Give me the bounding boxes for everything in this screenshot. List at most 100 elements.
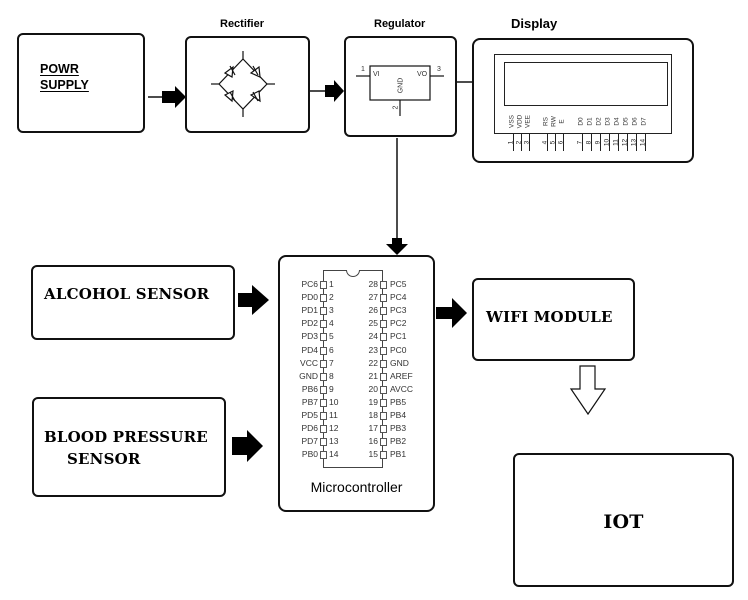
mcu-pin-number: 15 xyxy=(368,449,378,460)
lcd-pin-name: RW xyxy=(550,116,558,127)
mcu-pin-name: PC3 xyxy=(390,305,407,316)
mcu-pin-pad xyxy=(380,346,387,355)
lcd-pin-name: D5 xyxy=(622,117,630,126)
regulator-pin-gnd-num: 2 xyxy=(392,105,400,110)
mcu-pin-number: 23 xyxy=(368,344,378,355)
mcu-pin-number: 18 xyxy=(368,410,378,420)
mcu-pin-name: PD3 xyxy=(301,331,318,342)
lcd-pin-number: 11 xyxy=(612,139,620,146)
mcu-pin-name: AVCC xyxy=(390,383,413,394)
lcd-pin-lead xyxy=(547,133,548,151)
mcu-pin-number: 2 xyxy=(329,292,334,303)
regulator-pin-out-num: 3 xyxy=(437,66,441,73)
lcd-pin-lead xyxy=(618,133,619,151)
mcu-chip-body xyxy=(323,270,383,468)
mcu-pin-name: AREF xyxy=(390,370,413,381)
lcd-pin-number: 12 xyxy=(621,138,629,147)
lcd-pin-name: D3 xyxy=(604,117,612,126)
lcd-pin-number: 3 xyxy=(523,140,531,145)
alcohol-sensor-block: ALCOHOL SENSOR xyxy=(31,265,235,340)
bp-sensor-label-line1: BLOOD PRESSURE xyxy=(44,428,208,446)
mcu-pin-pad xyxy=(320,412,327,420)
regulator-pin-gnd-label: GND xyxy=(397,77,405,94)
mcu-pin-name: PD7 xyxy=(301,436,318,447)
mcu-pin-number: 25 xyxy=(368,318,378,329)
wifi-module-block: WIFI MODULE xyxy=(472,278,635,361)
mcu-pin-pad xyxy=(320,359,327,368)
mcu-pin-pad xyxy=(380,412,387,420)
mcu-pin-pad xyxy=(380,359,387,368)
mcu-pin-pad xyxy=(320,333,327,342)
lcd-pin-number: 7 xyxy=(576,140,584,145)
lcd-pin-lead xyxy=(513,133,514,151)
power-supply-block: POWR SUPPLY xyxy=(17,33,145,133)
mcu-pin-pad xyxy=(320,398,327,407)
mcu-pin-pad xyxy=(380,398,387,407)
wifi-module-label: WIFI MODULE xyxy=(486,308,613,326)
lcd-pin-number: 8 xyxy=(585,140,593,145)
mcu-pin-name: PD5 xyxy=(301,410,318,420)
mcu-pin-number: 6 xyxy=(329,344,334,355)
mcu-pin-number: 27 xyxy=(368,292,378,303)
mcu-pin-number: 28 xyxy=(368,279,378,289)
rectifier-block xyxy=(185,36,310,133)
mcu-pin-name: PB5 xyxy=(390,396,407,407)
mcu-pin-number: 4 xyxy=(329,318,334,329)
mcu-pin-number: 13 xyxy=(329,436,339,447)
mcu-pin-name: PC4 xyxy=(390,292,407,303)
arrow-power-to-rectifier xyxy=(162,86,186,108)
mcu-pin-pad xyxy=(320,294,327,303)
mcu-pin-pad xyxy=(380,451,387,460)
mcu-pin-number: 8 xyxy=(329,370,334,381)
lcd-pin-name: VEE xyxy=(524,115,532,129)
lcd-screen xyxy=(504,62,668,106)
lcd-panel xyxy=(494,54,672,134)
mcu-pin-name: PB3 xyxy=(390,423,407,434)
arrow-regulator-to-mcu xyxy=(386,238,408,255)
regulator-pin-in-label: VI xyxy=(373,71,380,78)
lcd-pin-lead xyxy=(555,133,556,151)
regulator-ic-icon xyxy=(356,65,444,116)
mcu-pin-pad xyxy=(380,385,387,394)
lcd-pin-name: VSS xyxy=(508,115,516,129)
mcu-pin-pad xyxy=(380,307,387,316)
mcu-pin-pad xyxy=(320,281,327,289)
lcd-pin-lead xyxy=(600,133,601,151)
mcu-pin-name: PD0 xyxy=(301,292,318,303)
mcu-pin-name: PB2 xyxy=(390,436,407,447)
mcu-pin-name: PB0 xyxy=(301,449,318,460)
mcu-pin-name: PC1 xyxy=(390,331,407,342)
lcd-pin-lead xyxy=(591,133,592,151)
lcd-pin-number: 10 xyxy=(603,138,611,147)
lcd-pin-name: E xyxy=(558,119,566,124)
mcu-pin-name: PC6 xyxy=(301,279,318,289)
arrow-mcu-to-wifi xyxy=(436,298,467,328)
mcu-pin-number: 9 xyxy=(329,383,334,394)
mcu-pin-number: 26 xyxy=(368,305,378,316)
mcu-pin-pad xyxy=(380,320,387,329)
display-title: Display xyxy=(511,16,558,31)
mcu-pin-number: 19 xyxy=(368,396,378,407)
lcd-pin-lead xyxy=(645,133,646,151)
power-supply-label-line1: POWR xyxy=(40,62,79,76)
lcd-pin-name: D4 xyxy=(613,117,621,126)
lcd-pin-lead xyxy=(563,133,564,151)
lcd-pin-number: 2 xyxy=(515,140,523,145)
iot-label: IOT xyxy=(603,511,644,533)
mcu-pin-name: PC0 xyxy=(390,344,407,355)
mcu-pin-pad xyxy=(320,425,327,434)
mcu-pin-number: 11 xyxy=(329,410,338,420)
mcu-pin-number: 17 xyxy=(368,423,378,434)
mcu-pin-name: PD1 xyxy=(301,305,318,316)
mcu-pin-number: 21 xyxy=(368,370,378,381)
arrow-bp-to-mcu xyxy=(232,430,263,462)
mcu-pin-number: 5 xyxy=(329,331,334,342)
lcd-pin-lead xyxy=(529,133,530,151)
mcu-pin-number: 16 xyxy=(368,436,378,447)
mcu-pin-name: PB1 xyxy=(390,449,407,460)
mcu-pin-pad xyxy=(320,451,327,460)
